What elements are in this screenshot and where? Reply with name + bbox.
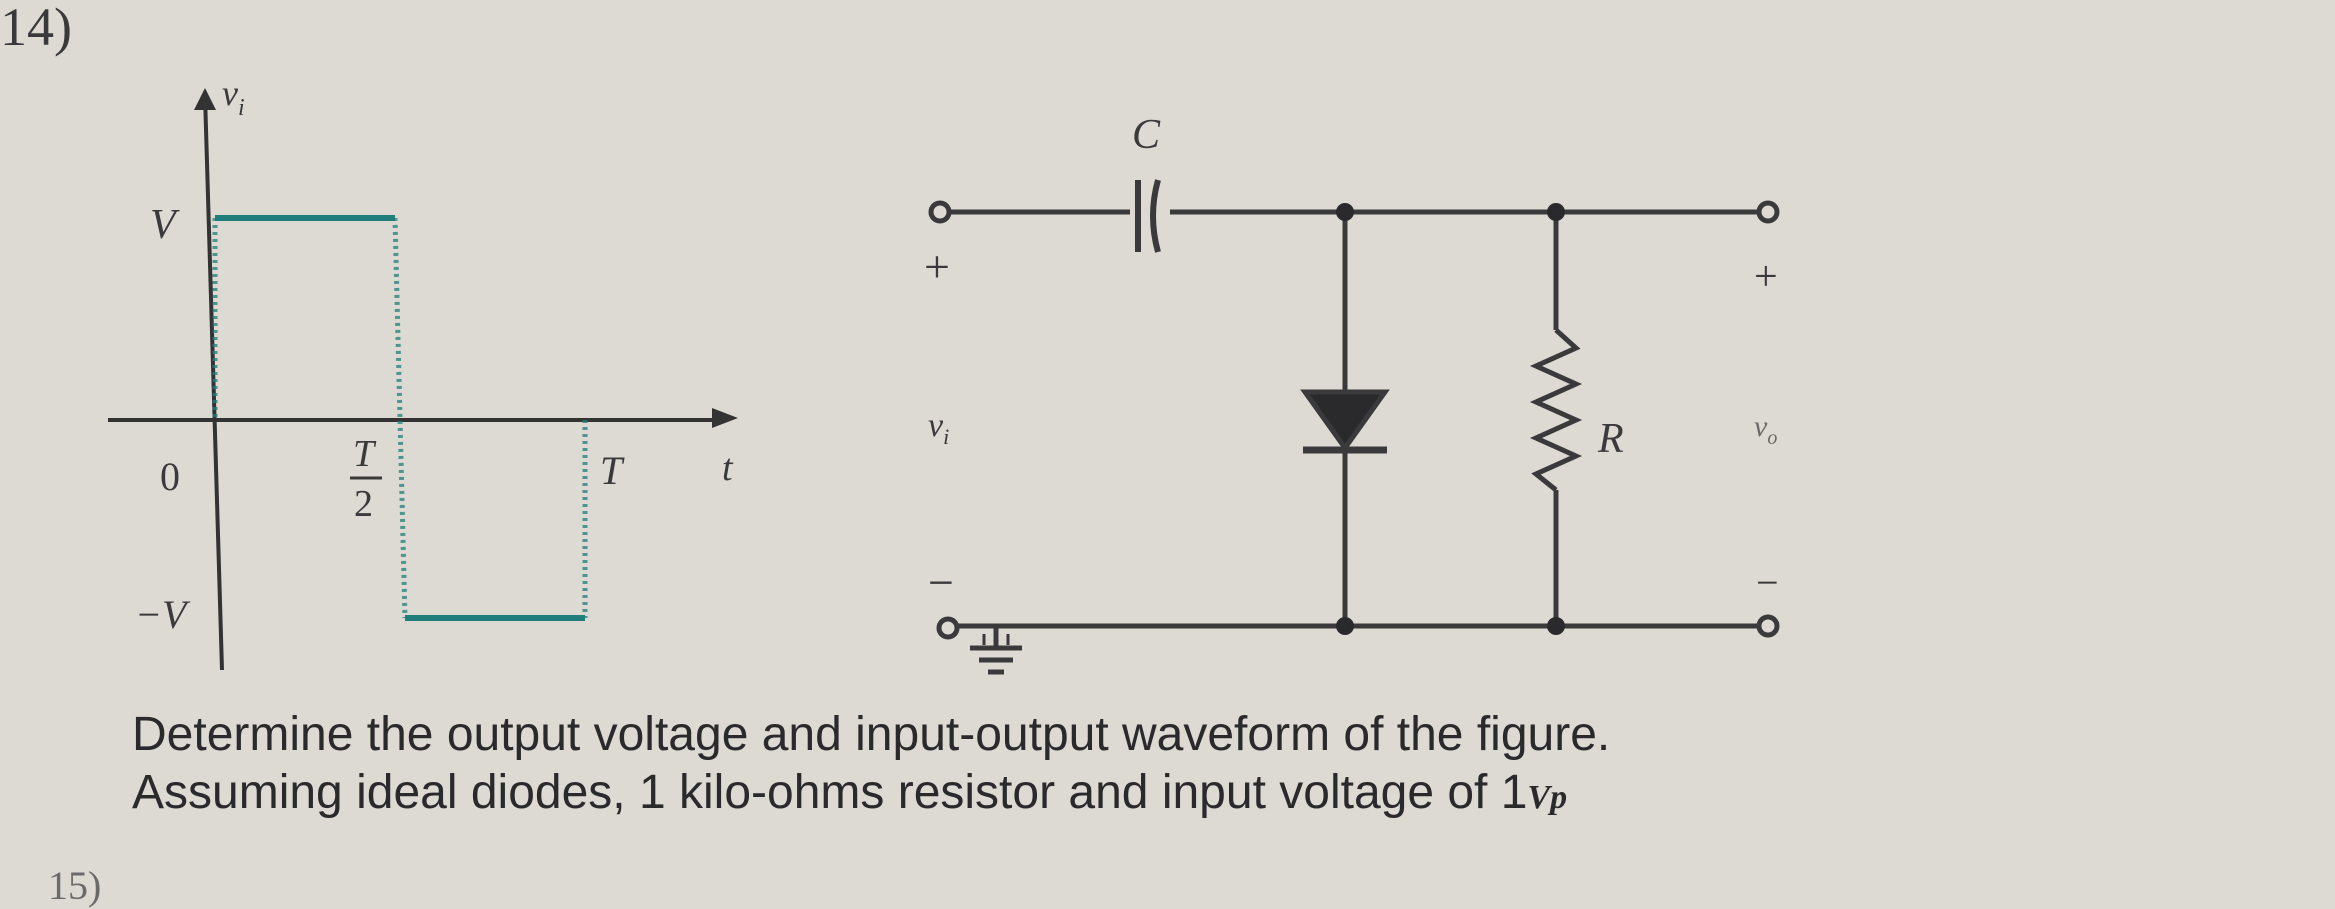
problem-statement-line-2: Assuming ideal diodes, 1 kilo-ohms resis… [132,764,1610,827]
ground-icon [970,634,1022,675]
input-plus-sign: + [924,241,950,292]
tick-half-period-numerator: T [353,433,377,475]
input-bottom-terminal [936,616,960,640]
diode-symbol [1300,389,1390,453]
problem-statement: Determine the output voltage and input-o… [132,706,1610,827]
next-question-number: 15) [48,863,102,908]
output-top-terminal [1756,200,1780,224]
input-top-terminal [928,200,952,224]
tick-period-label: T [600,448,625,493]
y-axis [203,94,224,671]
y-axis-arrowhead [194,88,216,110]
resistor-zigzag [1529,328,1583,492]
x-axis-label: t [722,447,734,489]
tick-half-period-denominator: 2 [354,483,373,525]
input-voltage-label: vi [928,407,949,449]
input-waveform-plot: vi t V 0 −V T 2 T [108,73,738,671]
x-axis-arrowhead [712,408,738,428]
y-axis-label: vi [222,73,245,121]
output-minus-sign: − [1756,560,1779,605]
output-bottom-terminal [1756,614,1780,638]
capacitor-plate-right [1150,179,1161,253]
problem-figure: vi t V 0 −V T 2 T [108,73,1780,675]
output-plus-sign: + [1754,254,1778,300]
problem-statement-line-1: Determine the output voltage and input-o… [132,708,1611,761]
level-high-label: V [150,202,180,248]
junction-dots [1336,203,1565,635]
level-low-label: −V [135,592,191,637]
problem-statement-line-2-text: Assuming ideal diodes, 1 kilo-ohms resis… [132,766,1528,819]
voltage-unit: Vp [1527,779,1568,816]
clamper-circuit [928,179,1780,675]
question-number: 14) [0,0,72,57]
level-zero-label: 0 [160,454,180,499]
input-minus-sign: − [928,557,954,608]
capacitor-label: C [1132,112,1161,158]
resistor-label: R [1597,416,1624,462]
output-voltage-label: vo [1754,410,1777,449]
